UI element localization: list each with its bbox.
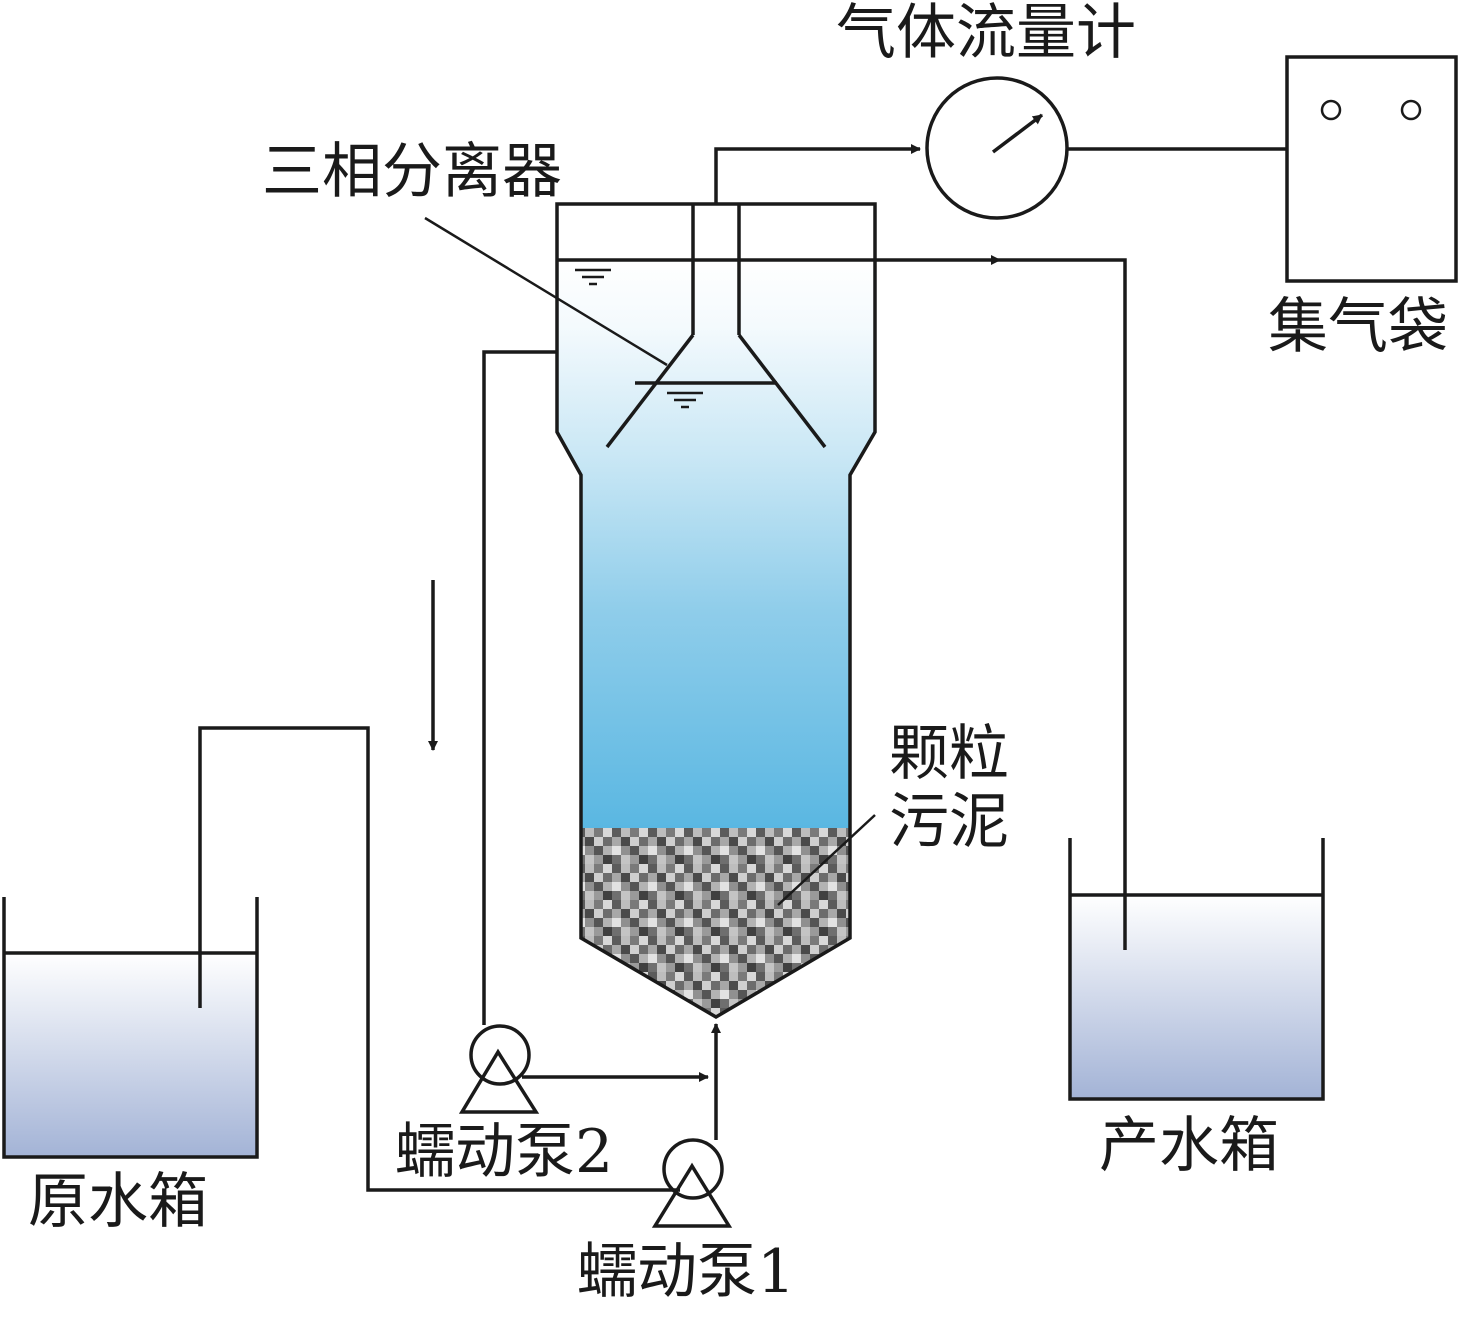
sludge-bed: [581, 828, 850, 1017]
gas-bag-icon: [1285, 55, 1458, 283]
effluent-pipe: [557, 255, 1127, 950]
granular-sludge-label: 污泥: [889, 787, 1009, 857]
granular-sludge-label: 颗粒: [889, 719, 1009, 789]
raw-tank-water: [4, 953, 257, 1157]
reactor-outline: [555, 202, 877, 1020]
influent-pipe: [198, 726, 721, 1192]
pump1-label: 蠕动泵1: [577, 1237, 795, 1307]
three-phase-separator: [605, 204, 827, 449]
product-tank: [1068, 838, 1325, 1101]
peristaltic-pump-icon: [651, 1138, 733, 1228]
recirculation-pipe: [482, 350, 709, 1082]
product-tank-label: 产水箱: [1099, 1111, 1279, 1181]
water-level-icon: [667, 391, 703, 409]
reactor-liquid: [557, 258, 875, 828]
separator-label: 三相分离器: [262, 137, 562, 207]
peristaltic-pump-icon: [458, 1024, 540, 1114]
pump2-label: 蠕动泵2: [395, 1117, 613, 1187]
raw-tank-label: 原水箱: [28, 1167, 208, 1237]
sludge-leader: [777, 814, 876, 906]
separator-leader: [424, 216, 668, 367]
gas-meter-label: 气体流量计: [836, 0, 1136, 68]
product-tank-water: [1070, 895, 1323, 1099]
gauge-icon: [925, 76, 1069, 220]
water-level-icon: [575, 268, 611, 286]
raw-water-tank: [2, 897, 259, 1159]
gas-bag-label: 集气袋: [1268, 292, 1448, 362]
gas-pipe: [714, 144, 1287, 204]
reactor: [555, 202, 877, 1020]
